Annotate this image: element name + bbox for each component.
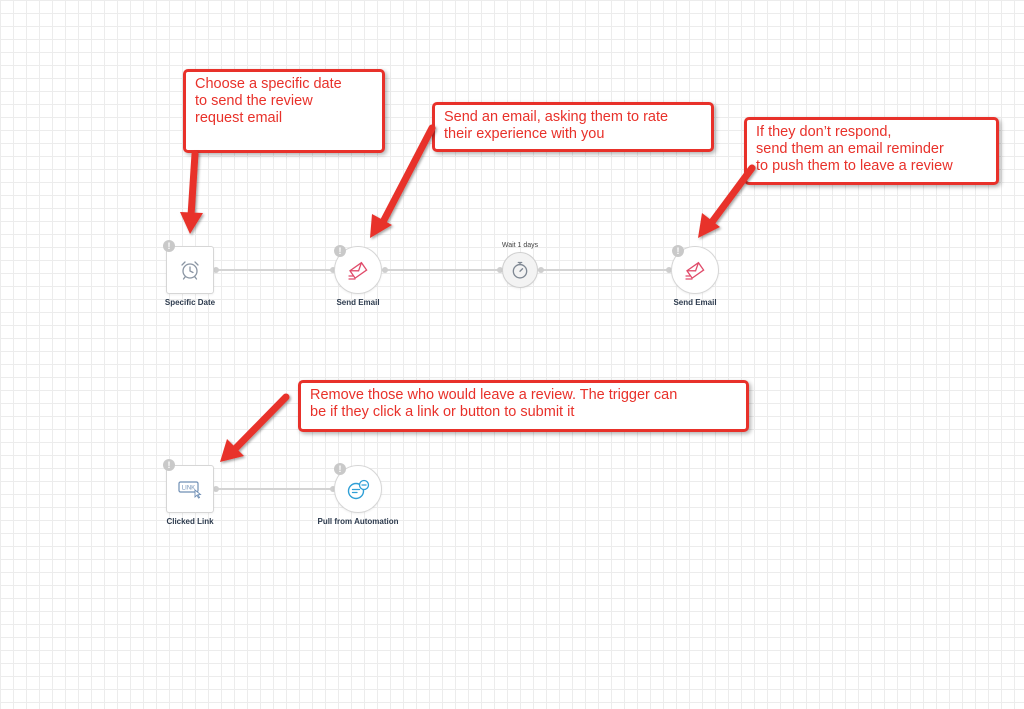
envelope-send-icon — [348, 261, 368, 280]
connector-date-to-email — [215, 269, 336, 271]
connector-dot — [213, 267, 219, 273]
connector-dot — [497, 267, 503, 273]
connector-dot — [330, 267, 336, 273]
callout-reminder: If they don’t respond, send them an emai… — [744, 117, 999, 185]
connector-link-to-pull — [215, 488, 336, 490]
clicked-link-label: Clicked Link — [166, 517, 214, 526]
connector-dot — [382, 267, 388, 273]
specific-date-label: Specific Date — [164, 298, 216, 307]
callout-line: Remove those who would leave a review. T… — [310, 387, 678, 403]
callout-line: Choose a specific date — [195, 76, 342, 92]
connector-dot — [538, 267, 544, 273]
connector-dot — [330, 486, 336, 492]
clicked-link-node[interactable]: LINK — [166, 465, 214, 513]
warning-badge-icon: ! — [672, 245, 684, 257]
warning-badge-icon: ! — [334, 463, 346, 475]
callout-remove: Remove those who would leave a review. T… — [298, 380, 749, 432]
connector-dot — [666, 267, 672, 273]
connector-dot — [213, 486, 219, 492]
callout-line: request email — [195, 110, 283, 126]
pull-from-automation-icon — [347, 479, 370, 500]
warning-badge-icon: ! — [163, 459, 175, 471]
callout-line: Send an email, asking them to rate — [444, 109, 669, 125]
callout-specific-date: Choose a specific date to send the revie… — [183, 69, 385, 153]
connector-wait-to-email — [540, 269, 672, 271]
pull-from-automation-label: Pull from Automation — [317, 517, 399, 526]
wait-label: Wait 1 days — [501, 242, 539, 249]
connector-email-to-wait — [384, 269, 502, 271]
callout-line: be if they click a link or button to sub… — [310, 404, 575, 420]
callout-send-email: Send an email, asking them to rate their… — [432, 102, 714, 152]
callout-line: their experience with you — [444, 126, 605, 142]
send-email-label-1: Send Email — [336, 298, 380, 307]
alarm-clock-icon — [181, 261, 199, 280]
specific-date-node[interactable] — [166, 246, 214, 294]
send-email-label-2: Send Email — [673, 298, 717, 307]
svg-text:LINK: LINK — [182, 486, 195, 492]
callout-line: send them an email reminder — [756, 141, 944, 157]
warning-badge-icon: ! — [163, 240, 175, 252]
callout-line: If they don’t respond, — [756, 124, 892, 140]
warning-badge-icon: ! — [334, 245, 346, 257]
envelope-send-icon — [685, 261, 705, 280]
callout-line: to send the review — [195, 93, 313, 109]
arrow-to-clicked-link — [220, 393, 290, 462]
callout-line: to push them to leave a review — [756, 158, 953, 174]
arrow-to-specific-date — [180, 150, 203, 234]
link-click-icon: LINK — [178, 481, 202, 499]
stopwatch-icon — [512, 261, 528, 279]
wait-node[interactable] — [502, 252, 538, 288]
